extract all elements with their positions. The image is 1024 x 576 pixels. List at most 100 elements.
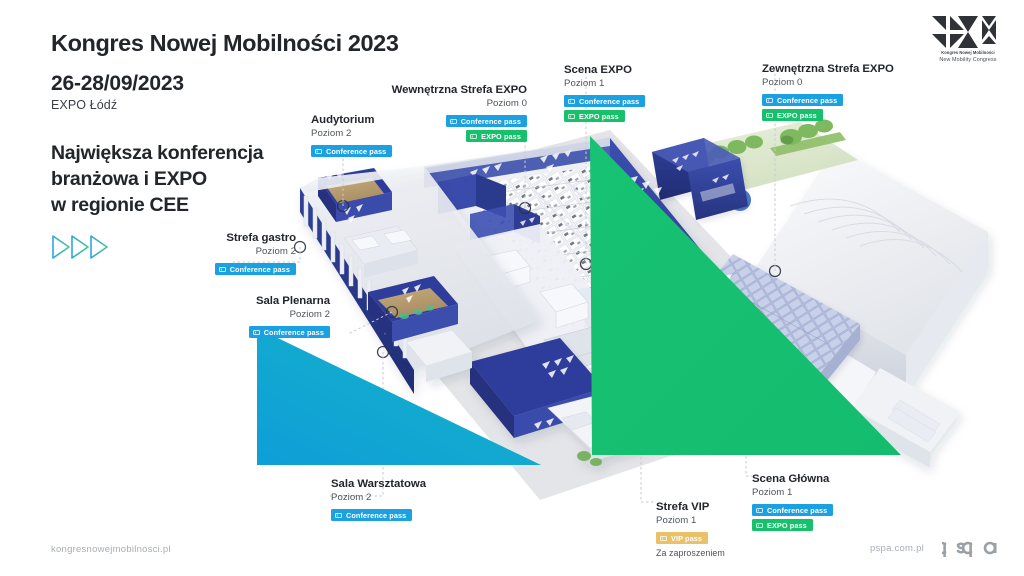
badge-conference-pass[interactable]: Conference pass <box>762 94 844 107</box>
callout-badges: Conference pass EXPO pass <box>752 504 834 532</box>
callout-badges: Conference pass EXPO pass <box>331 115 527 143</box>
badge-conference-pass[interactable]: Conference pass <box>331 509 413 522</box>
badge-label: EXPO pass <box>767 520 807 530</box>
ticket-icon <box>756 507 763 513</box>
left-wing-building <box>300 166 540 394</box>
ticket-icon <box>568 98 575 104</box>
ticket-icon <box>335 512 342 518</box>
callout-badges: Conference pass <box>331 509 426 522</box>
callout-badges: Conference pass <box>311 145 393 158</box>
ticket-icon <box>470 133 477 139</box>
callout-name: Strefa VIP <box>656 501 710 513</box>
badge-expo-pass[interactable]: EXPO pass <box>762 109 823 122</box>
strefa-gastro-area <box>343 225 419 278</box>
badge-label: EXPO pass <box>777 110 817 120</box>
claim-line-1: Największa konferencja <box>51 141 264 164</box>
triple-chevron-right-icon <box>52 235 108 259</box>
badge-label: Conference pass <box>346 510 407 520</box>
callout-badges: Conference pass <box>140 263 296 276</box>
knm-logo: Kongres Nowej Mobilności New Mobility Co… <box>930 14 1006 64</box>
callout-level: Poziom 0 <box>762 77 803 89</box>
footer-right-group: pspa.com.pl <box>870 537 1006 559</box>
callout-badges: Conference pass <box>166 326 330 339</box>
callout-level: Poziom 1 <box>656 515 697 527</box>
badge-label: EXPO pass <box>481 131 521 141</box>
badge-label: Conference pass <box>777 95 838 105</box>
roof-connector <box>300 138 610 192</box>
callout-level: Poziom 1 <box>564 78 605 90</box>
badge-expo-pass[interactable]: EXPO pass <box>752 519 813 532</box>
callout-name: Sala Plenarna <box>255 295 330 307</box>
callout-name: Wewnętrzna Strefa EXPO <box>391 84 527 96</box>
callout-strefa-vip[interactable]: Strefa VIP Poziom 1 VIP pass Za zaprosze… <box>656 500 725 558</box>
callout-audytorium[interactable]: Audytorium Poziom 2 Conference pass <box>311 113 393 158</box>
ticket-icon <box>660 535 667 541</box>
ticket-icon <box>218 266 226 272</box>
callout-level: Poziom 2 <box>255 246 296 258</box>
badge-conference-pass[interactable]: Conference pass <box>214 263 296 276</box>
callout-note: Za zaproszeniem <box>656 548 725 559</box>
badge-label: Conference pass <box>767 505 828 515</box>
green-triangle <box>590 136 901 455</box>
callout-badges: VIP pass <box>656 532 725 545</box>
badge-label: Conference pass <box>460 116 521 126</box>
callout-scena-expo[interactable]: Scena EXPO Poziom 1 Conference pass EXPO… <box>564 63 646 123</box>
callout-badges: Conference pass EXPO pass <box>564 95 646 123</box>
footer-congress-url[interactable]: kongresnowejmobilnosci.pl <box>51 544 171 555</box>
callout-level: Poziom 2 <box>289 309 330 321</box>
callout-sala-plenarna[interactable]: Sala Plenarna Poziom 2 Conference pass <box>166 294 330 339</box>
knm-monogram-icon <box>932 16 996 48</box>
callout-zewnetrzna-strefa-expo[interactable]: Zewnętrzna Strefa EXPO Poziom 0 Conferen… <box>762 62 894 122</box>
ticket-icon <box>568 113 575 119</box>
callout-level: Poziom 1 <box>752 487 793 499</box>
ticket-icon <box>756 522 763 528</box>
badge-label: Conference pass <box>229 264 290 274</box>
outer-banner-wall <box>652 138 748 220</box>
callout-name: Scena EXPO <box>564 64 632 76</box>
callout-sala-warsztatowa[interactable]: Sala Warsztatowa Poziom 2 Conference pas… <box>331 477 426 522</box>
claim-line-2: branżowa i EXPO <box>51 167 207 190</box>
badge-conference-pass[interactable]: Conference pass <box>248 326 330 339</box>
ticket-icon <box>315 148 322 154</box>
cyan-triangle <box>257 328 541 465</box>
callout-name: Zewnętrzna Strefa EXPO <box>762 63 894 75</box>
badge-conference-pass[interactable]: Conference pass <box>445 115 527 128</box>
event-date: 26-28/09/2023 <box>51 71 184 95</box>
badge-conference-pass[interactable]: Conference pass <box>752 504 834 517</box>
callout-name: Audytorium <box>311 114 375 126</box>
badge-conference-pass[interactable]: Conference pass <box>564 95 646 108</box>
ticket-icon <box>252 329 260 335</box>
badge-label: Conference pass <box>326 146 387 156</box>
badge-expo-pass[interactable]: EXPO pass <box>466 130 527 143</box>
ticket-icon <box>766 97 773 103</box>
badge-conference-pass[interactable]: Conference pass <box>311 145 393 158</box>
event-claim: Największa konferencja branżowa i EXPO w… <box>51 140 411 218</box>
event-venue: EXPO Łódź <box>51 97 118 112</box>
callout-level: Poziom 2 <box>331 492 372 504</box>
hotspot-sala-plenarna <box>385 305 399 319</box>
callout-level: Poziom 0 <box>486 98 527 110</box>
callout-badges: Conference pass EXPO pass <box>762 94 894 122</box>
ticket-icon <box>449 118 457 124</box>
badge-expo-pass[interactable]: EXPO pass <box>564 110 625 123</box>
headline-block: Kongres Nowej Mobilności 2023 26-28/09/2… <box>51 30 411 260</box>
footer-pspa-url[interactable]: pspa.com.pl <box>870 542 924 554</box>
callout-name: Sala Warsztatowa <box>331 478 426 490</box>
callout-name: Strefa gastro <box>226 232 296 244</box>
badge-vip-pass[interactable]: VIP pass <box>656 532 709 545</box>
callout-name: Scena Główna <box>752 473 830 485</box>
callout-wewnetrzna-strefa-expo[interactable]: Wewnętrzna Strefa EXPO Poziom 0 Conferen… <box>331 83 527 143</box>
badge-label: Conference pass <box>263 327 324 337</box>
badge-label: EXPO pass <box>579 111 619 121</box>
callout-strefa-gastro[interactable]: Strefa gastro Poziom 2 Conference pass <box>140 231 296 276</box>
knm-caption-pl: Kongres Nowej Mobilności <box>941 50 995 55</box>
pspa-wordmark-logo <box>942 541 997 557</box>
page-title: Kongres Nowej Mobilności 2023 <box>51 30 399 56</box>
callout-level: Poziom 2 <box>311 128 352 140</box>
lower-wing-block <box>405 329 473 382</box>
sala-plenarna-room <box>368 276 458 342</box>
callout-scena-glowna[interactable]: Scena Główna Poziom 1 Conference pass EX… <box>752 472 834 532</box>
badge-label: Conference pass <box>579 96 640 106</box>
